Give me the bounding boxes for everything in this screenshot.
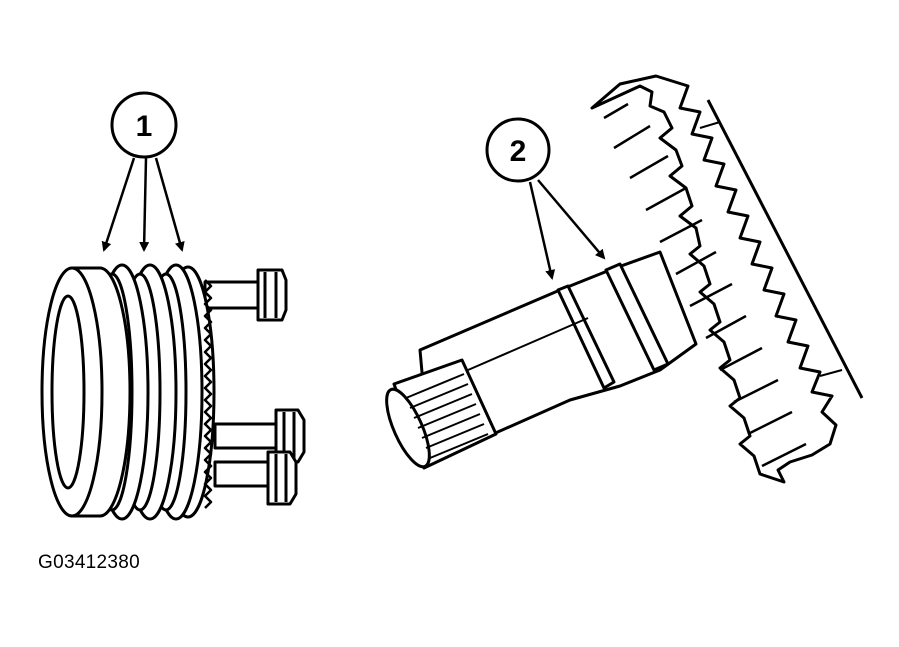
bolt-upper bbox=[203, 268, 288, 322]
bolt-middle bbox=[213, 408, 306, 464]
callout-1: 1 bbox=[101, 91, 185, 252]
callout-2-label: 2 bbox=[510, 135, 527, 168]
gear-teeth bbox=[590, 74, 838, 484]
callout-2: 2 bbox=[485, 117, 606, 280]
spline-end bbox=[385, 358, 498, 470]
seal-ring-1 bbox=[556, 284, 616, 390]
bolt-lower bbox=[213, 450, 298, 506]
gear-face-edge bbox=[706, 99, 864, 399]
callout-1-label: 1 bbox=[136, 110, 153, 143]
pulley-assembly bbox=[40, 263, 306, 521]
seal-ring-2 bbox=[604, 262, 670, 372]
pulley-hub bbox=[40, 266, 132, 518]
figure-id: G03412380 bbox=[38, 552, 141, 573]
shaft bbox=[418, 250, 698, 464]
shaft-assembly bbox=[385, 74, 864, 484]
